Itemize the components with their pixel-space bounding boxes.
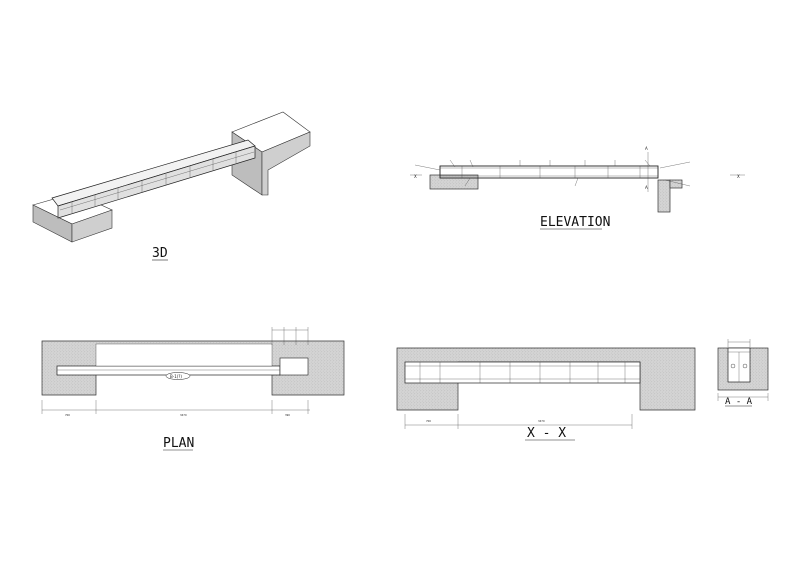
caption-elevation: ELEVATION	[540, 215, 610, 230]
section-marker-a-top: A	[645, 146, 648, 151]
xx-dim-1: 700	[426, 419, 431, 423]
caption-3d: 3D	[152, 246, 168, 261]
view-section-xx: 700 3470 X - X	[396, 347, 696, 441]
caption-section-xx: X - X	[527, 426, 566, 441]
plan-dim-3: 390	[285, 413, 290, 417]
caption-plan: PLAN	[163, 436, 194, 451]
section-line-x-left: X	[414, 174, 417, 179]
plan-dim-1: 700	[65, 413, 70, 417]
section-marker-a-bottom: A	[645, 185, 648, 190]
xx-dim-2: 3470	[538, 419, 545, 423]
view-elevation: X X A A ELEVATION	[410, 146, 745, 230]
view-plan: B-1(?) 700 3470 390 PLAN	[41, 327, 345, 451]
view-3d: 3D	[32, 111, 311, 261]
view-section-aa: A - A	[717, 339, 769, 407]
plan-dim-2: 3470	[180, 413, 187, 417]
caption-section-aa: A - A	[725, 397, 753, 407]
section-line-x-right: X	[737, 174, 740, 179]
plan-beam-tag: B-1(?)	[170, 374, 182, 379]
